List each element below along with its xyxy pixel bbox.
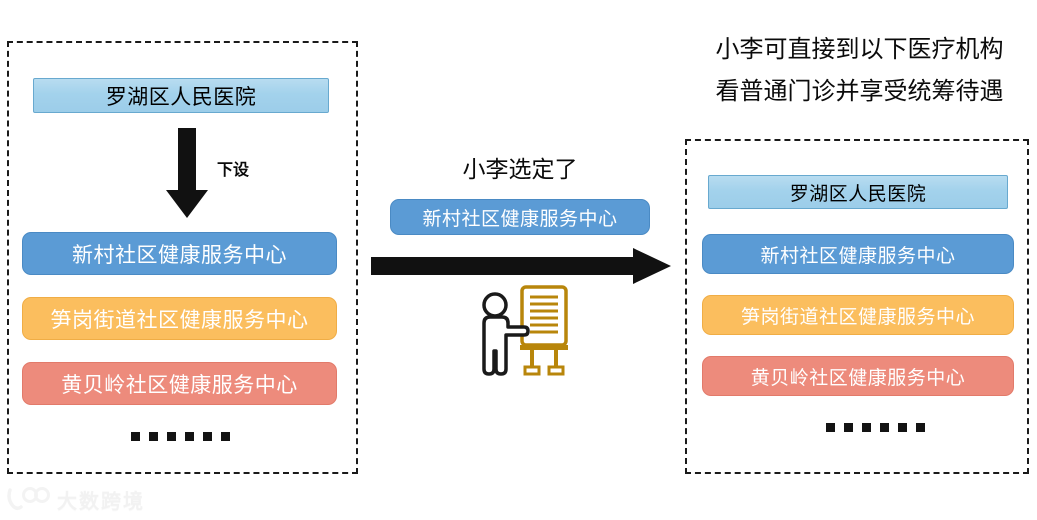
left-facility-sunganggjiedao: 笋岗街道社区健康服务中心 — [22, 297, 337, 340]
watermark-text: 大数跨境 — [57, 488, 145, 513]
right-facility-xincun: 新村社区健康服务中心 — [702, 234, 1014, 274]
dashujingjing-logo-icon — [7, 487, 50, 511]
left-dashed-panel — [7, 41, 358, 474]
left-facility-huangbeiling: 黄贝岭社区健康服务中心 — [22, 362, 337, 405]
middle-heading: 小李选定了 — [462, 157, 578, 183]
presenter-with-board-icon — [482, 285, 568, 376]
right-facility-huangbeiling: 黄贝岭社区健康服务中心 — [702, 356, 1014, 396]
right-arrow-icon — [371, 248, 671, 284]
down-arrow-icon — [166, 128, 208, 218]
left-facility-xincun: 新村社区健康服务中心 — [22, 232, 337, 275]
left-hospital-box: 罗湖区人民医院 — [33, 78, 329, 113]
right-dashed-panel — [685, 139, 1029, 474]
watermark: 大数跨境 — [6, 484, 145, 514]
right-facility-sunganggjiedao: 笋岗街道社区健康服务中心 — [702, 295, 1014, 335]
right-hospital-box: 罗湖区人民医院 — [708, 175, 1008, 209]
relation-label-xiashe: 下设 — [217, 160, 250, 179]
selected-facility-chip: 新村社区健康服务中心 — [390, 199, 650, 235]
right-heading-line-1: 小李可直接到以下医疗机构 — [715, 35, 1004, 63]
left-ellipsis-dots — [131, 432, 230, 441]
right-panel-heading: 小李可直接到以下医疗机构 看普通门诊并享受统筹待遇 — [687, 28, 1032, 112]
right-ellipsis-dots — [826, 423, 925, 432]
right-heading-line-2: 看普通门诊并享受统筹待遇 — [715, 77, 1004, 105]
